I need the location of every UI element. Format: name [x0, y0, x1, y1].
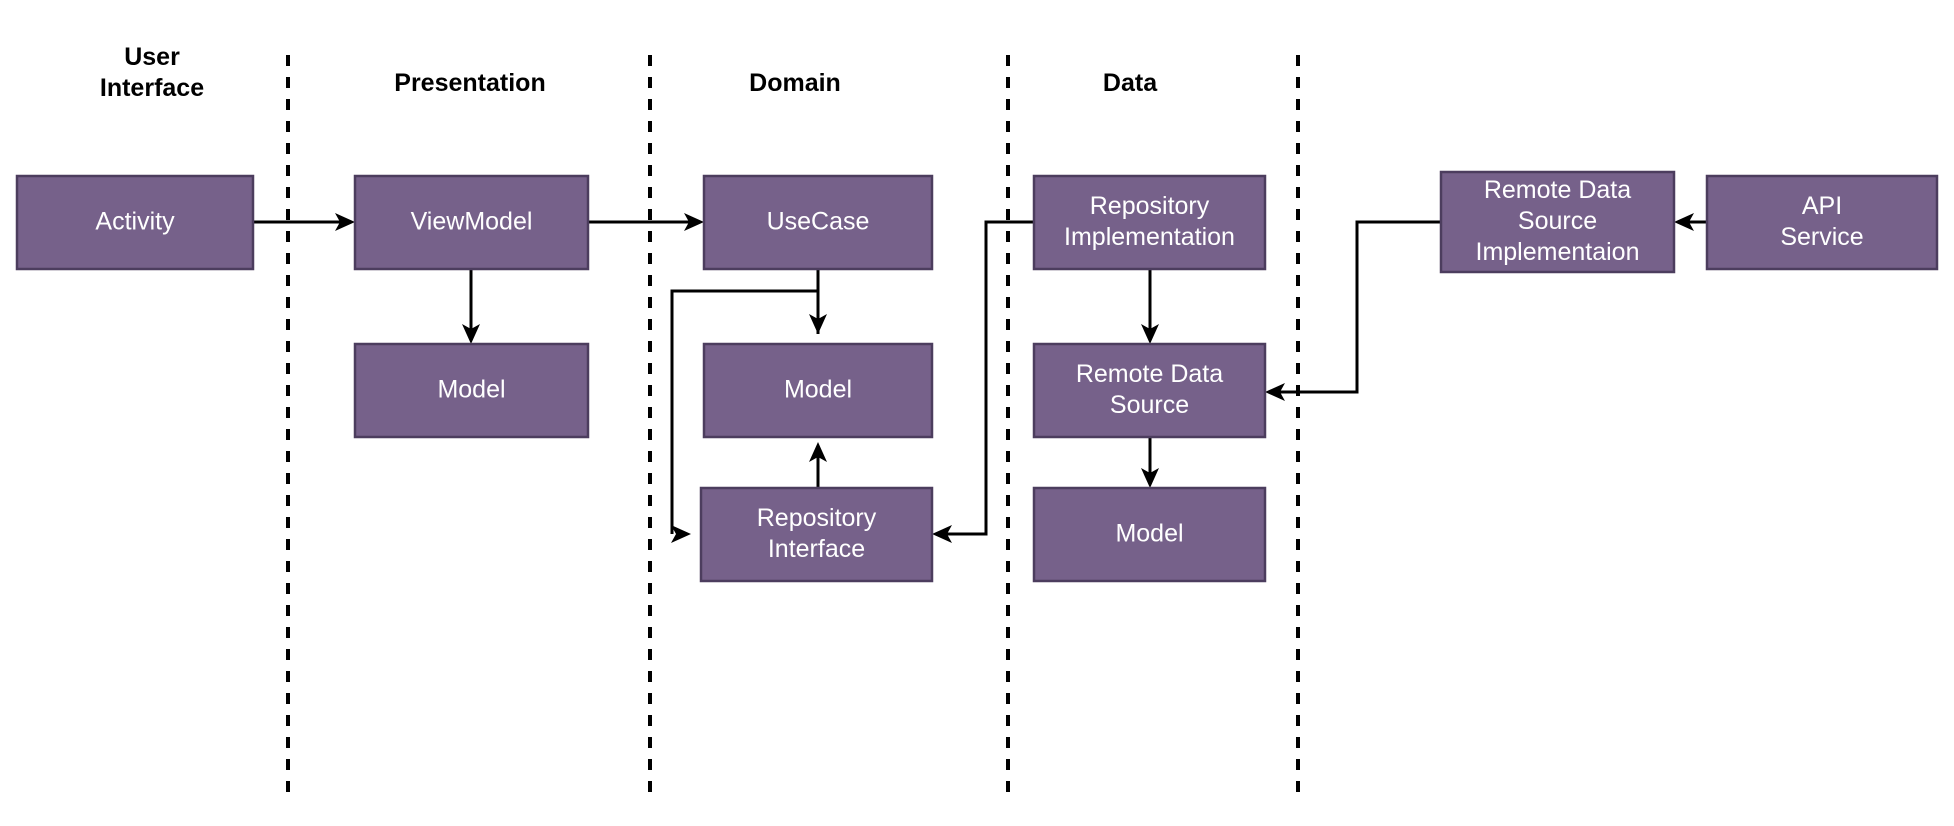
node-presentation-model[interactable]: Model	[353, 342, 590, 439]
layer-title-presentation: Presentation	[394, 69, 545, 97]
edge-activity-to-viewmodel	[253, 213, 355, 231]
node-repository-implementation-box[interactable]	[1032, 174, 1267, 271]
node-usecase[interactable]: UseCase	[702, 174, 934, 271]
edge-api-service-to-rds-implementation	[1674, 213, 1707, 231]
edge-repository-interface-to-domain-model-arrowhead-icon	[809, 442, 827, 462]
edge-repository-implementation-to-remote-data-source-arrowhead-icon	[1141, 324, 1159, 344]
edge-usecase-to-repository-interface-arrowhead-icon	[671, 525, 691, 543]
node-repository-interface-box[interactable]	[699, 486, 934, 583]
edge-rds-implementation-to-remote-data-source	[1265, 220, 1441, 401]
layer-title-data: Data	[1103, 69, 1158, 97]
edge-rds-implementation-to-remote-data-source-line	[1275, 220, 1441, 394]
node-activity-box[interactable]	[15, 174, 255, 271]
edge-repository-interface-to-domain-model	[809, 442, 827, 488]
edge-viewmodel-to-usecase-arrowhead-icon	[684, 213, 704, 231]
edge-repository-implementation-to-remote-data-source	[1141, 269, 1159, 344]
edges-group	[253, 213, 1707, 543]
node-usecase-box[interactable]	[702, 174, 934, 271]
layer-title-domain: Domain	[749, 69, 841, 97]
edge-viewmodel-to-usecase	[588, 213, 704, 231]
edge-remote-data-source-to-data-model	[1141, 437, 1159, 488]
edge-remote-data-source-to-data-model-arrowhead-icon	[1141, 468, 1159, 488]
node-activity[interactable]: Activity	[15, 174, 255, 271]
edge-repository-implementation-to-repository-interface	[932, 220, 1034, 543]
node-viewmodel[interactable]: ViewModel	[353, 174, 590, 271]
node-domain-model-box[interactable]	[702, 342, 934, 439]
edge-usecase-to-repository-interface	[670, 289, 818, 543]
node-viewmodel-label: ViewModel	[411, 207, 533, 235]
node-data-model[interactable]: Model	[1032, 486, 1267, 583]
node-usecase-label: UseCase	[767, 207, 870, 235]
edge-repository-implementation-to-repository-interface-arrowhead-icon	[932, 525, 952, 543]
edge-repository-implementation-to-repository-interface-line	[942, 220, 1034, 536]
edge-usecase-to-domain-model-arrowhead-icon	[809, 314, 827, 334]
layer-dividers-group	[286, 55, 1300, 798]
node-remote-data-source-implementation-box[interactable]	[1439, 170, 1676, 274]
node-activity-label: Activity	[95, 207, 175, 235]
edge-viewmodel-to-presentation-model-arrowhead-icon	[462, 324, 480, 344]
node-presentation-model-box[interactable]	[353, 342, 590, 439]
node-data-model-box[interactable]	[1032, 486, 1267, 583]
node-api-service-box[interactable]	[1705, 174, 1939, 271]
node-data-model-label: Model	[1115, 519, 1183, 547]
node-viewmodel-box[interactable]	[353, 174, 590, 271]
edge-rds-implementation-to-remote-data-source-arrowhead-icon	[1265, 383, 1285, 401]
edge-activity-to-viewmodel-arrowhead-icon	[335, 213, 355, 231]
edge-usecase-to-repository-interface-line	[670, 289, 818, 534]
node-remote-data-source-box[interactable]	[1032, 342, 1267, 439]
node-domain-model-label: Model	[784, 375, 852, 403]
edge-usecase-to-domain-model	[809, 269, 827, 334]
edge-api-service-to-rds-implementation-arrowhead-icon	[1674, 213, 1694, 231]
edge-viewmodel-to-presentation-model	[462, 269, 480, 344]
node-presentation-model-label: Model	[437, 375, 505, 403]
node-domain-model[interactable]: Model	[702, 342, 934, 439]
